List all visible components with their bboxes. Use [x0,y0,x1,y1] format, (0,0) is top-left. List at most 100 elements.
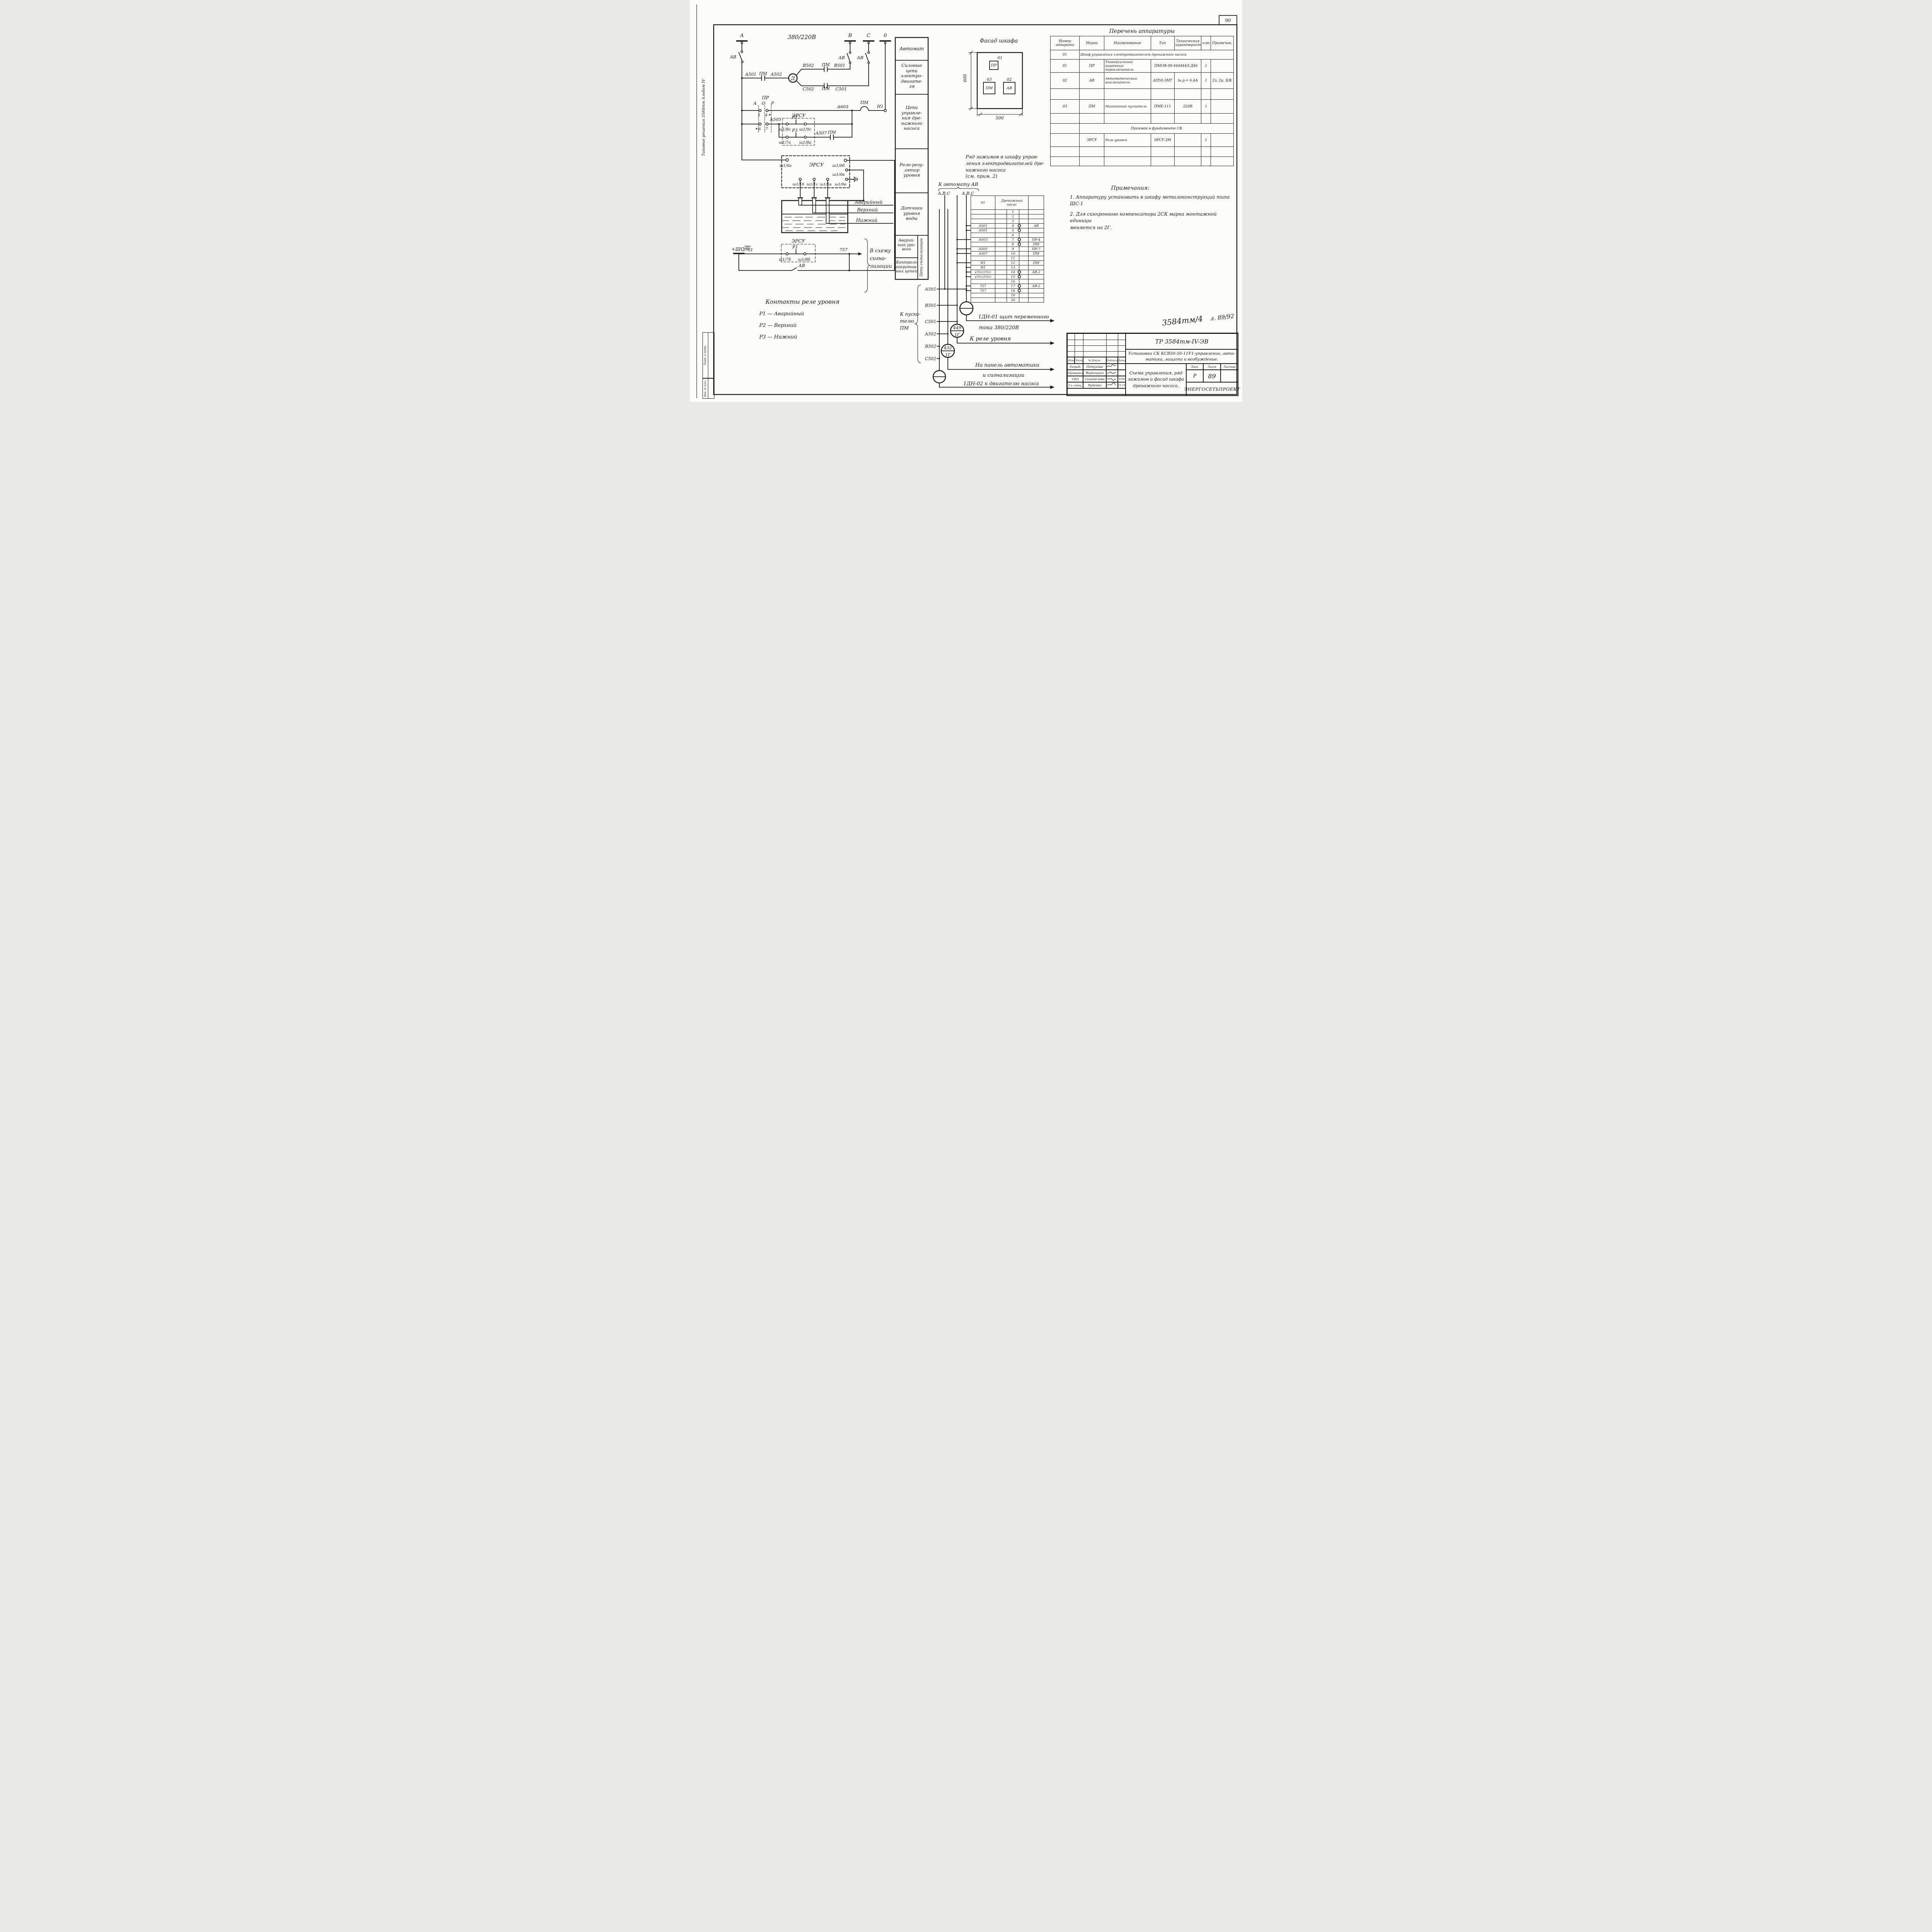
out-panel-line2: и сигнализации [983,372,1024,378]
bus-shs-index: III [745,247,750,251]
eq-r2-prim [1210,59,1234,73]
tb-project: Установка СК КСВ50-50-11У1-управление, а… [1125,349,1238,364]
eq-r3-kvo: 1 [1201,72,1211,89]
tb-list-header: Лист [1203,363,1221,370]
feeder-brace [914,284,921,363]
feeder-a501: А501 [925,287,936,292]
legend-r1: Р1 — Аварийный [759,311,804,317]
equipment-row-ersu: ЭРСУ Реле уровня ЭРСУ-3М 1 [1050,133,1234,147]
eq-r8-num [1050,133,1080,147]
wire-a505: А505 [769,117,781,122]
tb-sheet-number: 89 [1203,369,1221,383]
feeder-c501: С501 [925,319,936,324]
eq-h-kvo: к-во [1201,36,1211,50]
eq-h-name: Наименование [1104,36,1151,50]
breaker-a-label: АВ [730,54,736,60]
contact-pm-aux: ПМ [828,130,837,135]
eq-r8-kvo: 1 [1201,133,1211,147]
equipment-row-pm: 03 ПМ Магнитный пускатель ПМЕ-111 220В 1 [1050,99,1234,114]
tb-doc-number: ТР 3584тм-IV-ЭВ [1125,333,1238,350]
contact-av-signal: АВ [798,263,805,268]
term-sh1-9s: ш1/9с [799,128,811,132]
tb-date-3: 9.04 [1117,376,1126,383]
wire-n1: Н1 [877,104,884,109]
facade-dim-600: 600 [963,74,968,82]
zone-sensors: Датчики уровня воды [901,205,923,221]
facade-av-no: 02 [1007,78,1012,82]
tb-col-izm: Изм [1067,357,1075,364]
terminal-row: 1 [971,209,1044,214]
wire-a603: А603 [837,104,848,109]
terminal-row: 6 [971,233,1044,238]
wire-c501: С501 [835,87,847,92]
eq-h-tip: Тип [1150,36,1175,50]
tb-lit-header: Лит. [1186,363,1204,370]
contact-pm-b: ПМ [821,62,830,67]
eq-r5-tip: ПМЕ-111 [1150,99,1175,114]
phase-b-label: В [848,33,852,39]
legend-title: Контакты реле уровня [765,298,839,305]
tb-date-2 [1117,369,1126,376]
eq-r3-prim: 2з, 2р. Б/К [1210,72,1234,89]
ersu-regulator-label: ЭРСУ [809,162,825,168]
tb-col-dokum: № Докум. [1083,357,1107,364]
level-emergency: Аварийный [854,199,883,205]
breaker-c-label: АВ [857,55,863,60]
wire-757: 757 [840,247,848,252]
note-2: 2. Для синхронного компенсатора 2СК марк… [1070,211,1217,230]
legend-r2: Р2 — Верхний [759,323,797,328]
tb-sig-4 [1106,382,1118,389]
terminal-strip-note: Ряд зажимов в шкафу управ- ления электро… [966,154,1044,179]
contact-pm-a: ПМ [759,71,768,76]
facade-title: Фасад шкафа [980,38,1018,44]
out-1dn01-line1: 1ДН-01 щит переменного [978,314,1049,320]
eq-r2-num: 01 [1050,59,1080,73]
terminal-header-right [1028,196,1044,210]
eq-h-num: Номер аппарата [1050,36,1080,50]
terminal-row: 3 [971,219,1044,224]
equipment-table: Номер аппарата Марка Наименование Тип Те… [1050,36,1234,166]
abc-group-1: А,В,С [937,191,950,196]
eq-r8-tip: ЭРСУ-3М [1150,133,1175,147]
facade-pr-no: 01 [998,56,1003,60]
contact-r3-label: Р3 [792,128,798,133]
signal-circuit: +ШС III 3701 ЭРСУ Р1 ш1/7б ш1/8б 757 АВ [731,238,895,293]
wire-c502: С502 [803,87,814,92]
ersu-signal-box [781,244,816,262]
zone-emergency-level: Аварий- ный уро- вень [898,238,915,252]
feeder-brace-label: К пуска- телю ПМ [900,311,920,331]
equipment-list-title: Перечень аппаратуры [1109,28,1175,34]
automat-brace [938,186,979,191]
to-automat-label: К автомату АВ [938,182,978,187]
eq-r3-name: Автоматический выключатель [1104,72,1151,89]
feeder-a502: А502 [925,332,936,337]
abc-group-2: А,В,С [961,191,974,196]
facade-pr: ПР [991,63,997,68]
voltage-label: 380/220В [787,34,816,41]
facade-pm: ПМ [985,86,993,90]
ersu-regulator-box [781,155,850,188]
pr-contact-1: 1 [758,113,760,117]
wire-b502: В502 [802,63,814,68]
archive-mark-sheet: л. 89/92 [1210,312,1235,322]
eq-r8-marka: ЭРСУ [1079,133,1105,147]
motor-label: Д [791,76,795,82]
tb-name-3: Сагателова [1083,376,1107,383]
eq-r3-har: Iн.р.= 6,4А [1174,72,1202,89]
title-block: Изм Лист № Докум. Подпись Дата Разраб. П… [1066,333,1240,396]
eq-h-marka: Марка [1079,36,1105,50]
tb-bottom-empty [1067,388,1126,396]
tb-name-2: Верницкая [1083,369,1107,376]
tb-sig-2 [1106,369,1118,376]
bus-shs-label: +ШС [731,247,744,252]
terminal-device: 01 [971,196,995,210]
zone-automat: Автомат [899,46,924,51]
term-sh1-0v-bot: ш1/0в [835,182,846,187]
eq-r1-num: 01 [1050,50,1080,60]
